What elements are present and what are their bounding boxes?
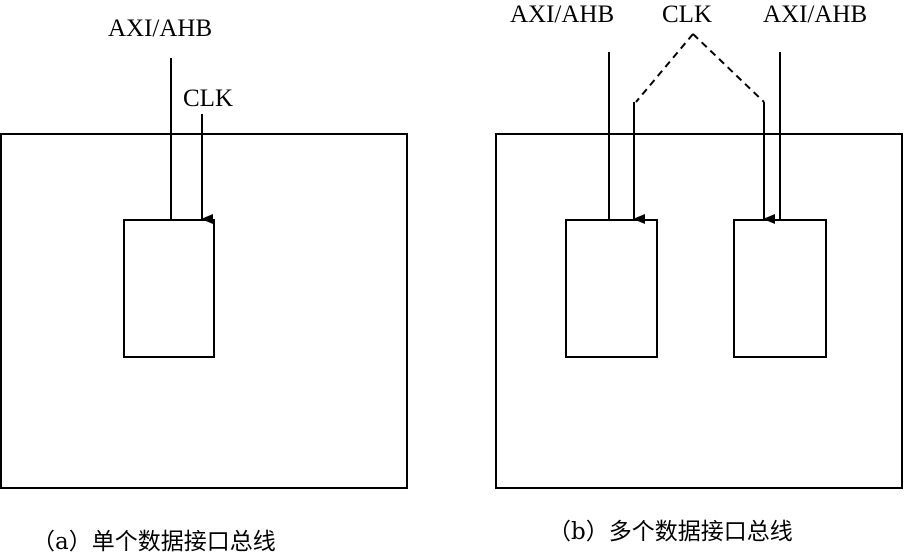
panel-b-left-bus-label: AXI/AHB xyxy=(510,1,614,28)
panel-b-clk-label: CLK xyxy=(662,1,712,28)
panel-a-outer-block xyxy=(0,133,408,489)
panel-b-right-module xyxy=(733,219,827,358)
panel-a-clk-label: CLK xyxy=(183,85,233,112)
panel-a: AXI/AHB CLK （a）单个数据接口总线 xyxy=(0,15,408,554)
panel-b-clk-dashed-left xyxy=(635,33,694,103)
panel-b-clk-dashed-right xyxy=(692,33,765,103)
panel-a-inner-module xyxy=(123,219,215,358)
panel-b: AXI/AHB CLK AXI/AHB （b）多个数据接口总线 xyxy=(495,1,903,545)
panel-b-right-bus-label: AXI/AHB xyxy=(763,1,867,28)
panel-b-left-module xyxy=(565,219,658,358)
panel-b-outer-block xyxy=(495,133,903,489)
panel-a-caption: （a）单个数据接口总线 xyxy=(32,529,276,554)
panel-a-bus-label: AXI/AHB xyxy=(108,15,212,42)
panel-b-caption: （b）多个数据接口总线 xyxy=(548,519,793,545)
